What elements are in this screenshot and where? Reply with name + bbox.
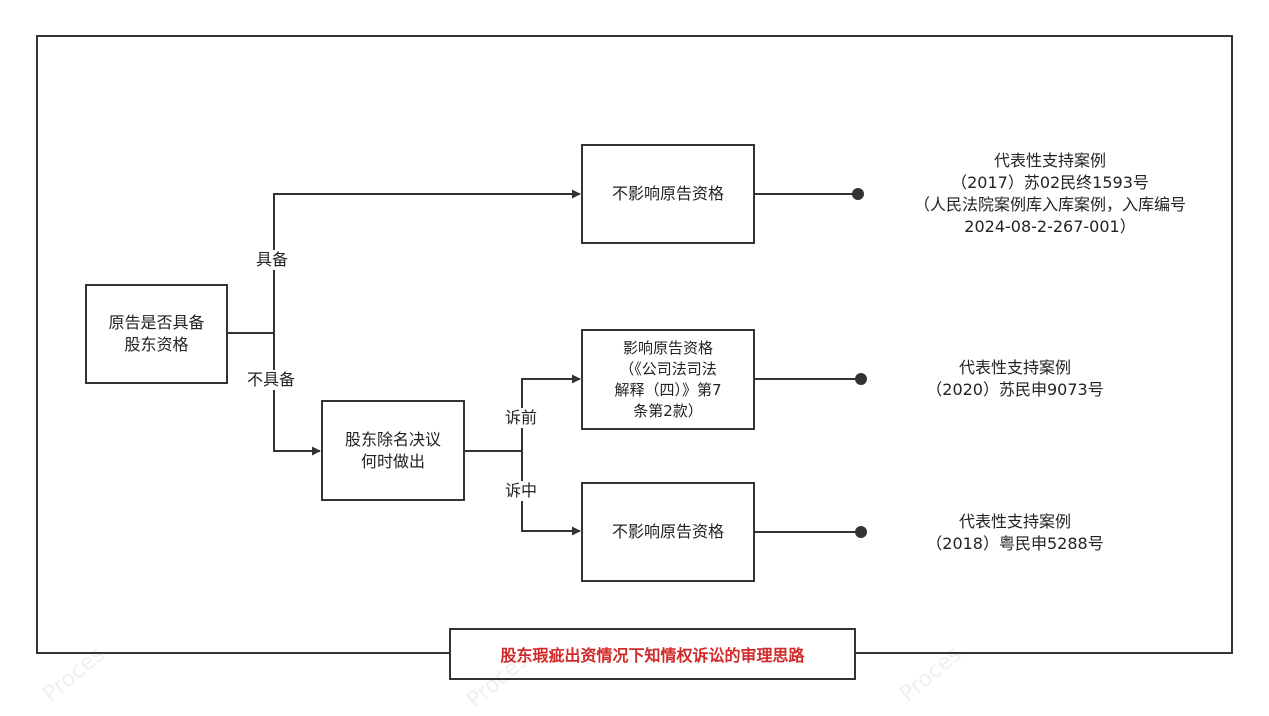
edge-label-before-suit: 诉前 <box>503 408 540 428</box>
edge-lacks-branch <box>273 333 321 456</box>
case-dot-middle <box>855 373 867 385</box>
node-affects-qualification: 影响原告资格 （《公司法司法 解释（四）》第7 条第2款） <box>581 329 755 430</box>
edge-has-branch <box>273 189 581 333</box>
node-no-effect-top: 不影响原告资格 <box>581 144 755 244</box>
case-dot-top <box>852 188 864 200</box>
node-shareholder-qualification: 原告是否具备 股东资格 <box>85 284 228 384</box>
diagram-title: 股东瑕疵出资情况下知情权诉讼的审理思路 <box>449 628 856 680</box>
edge-during-suit-branch <box>521 451 581 536</box>
node-removal-timing: 股东除名决议 何时做出 <box>321 400 465 501</box>
node-no-effect-bottom: 不影响原告资格 <box>581 482 755 582</box>
edge-label-lacks: 不具备 <box>245 370 298 390</box>
case-dot-bottom <box>855 526 867 538</box>
case-middle: 代表性支持案例 （2020）苏民申9073号 <box>926 358 1104 399</box>
edge-label-has: 具备 <box>254 250 291 270</box>
edge-label-during-suit: 诉中 <box>503 481 540 501</box>
case-bottom: 代表性支持案例 （2018）粤民申5288号 <box>926 512 1104 553</box>
case-top: 代表性支持案例 （2017）苏02民终1593号 （人民法院案例库入库案例，入库… <box>913 151 1186 236</box>
